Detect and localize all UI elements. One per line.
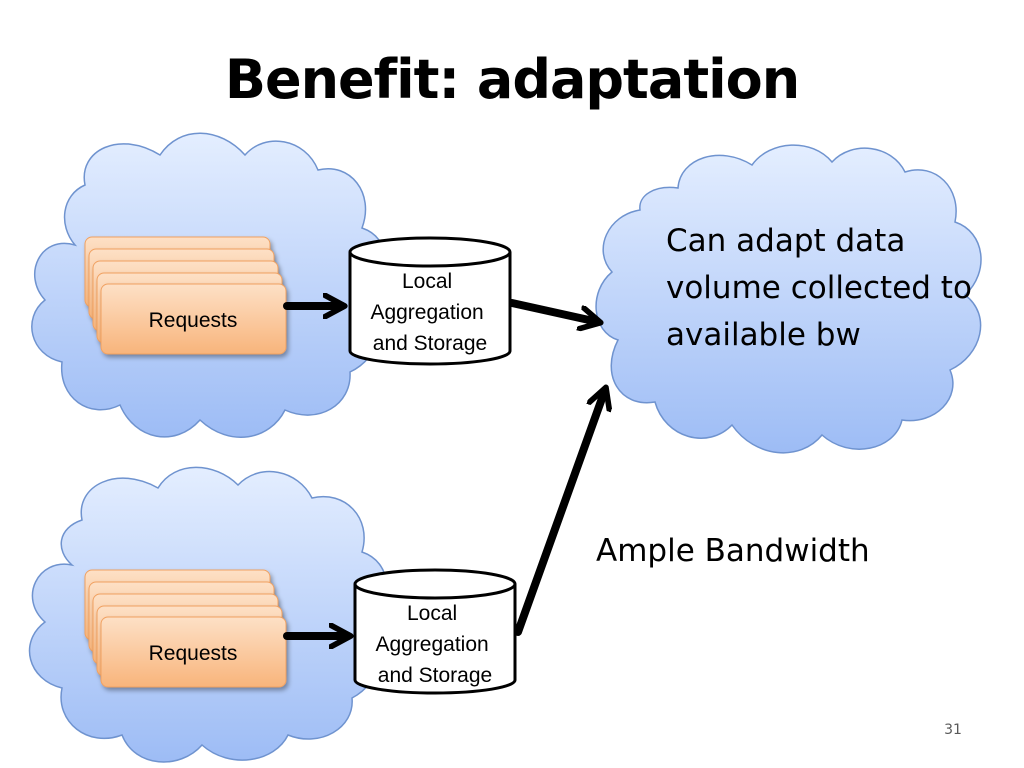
- destination-cloud-text: Can adapt data volume collected to avail…: [666, 218, 1006, 359]
- requests-label-2: Requests: [149, 642, 238, 665]
- request-card: [100, 283, 287, 355]
- destination-cloud-line-2: volume collected to: [666, 270, 972, 306]
- arrow-storage-1-to-destination: [508, 299, 598, 322]
- storage-cylinder-1: Local Aggregation and Storage: [348, 236, 512, 366]
- destination-cloud-line-3: available bw: [666, 317, 861, 353]
- slide-title: Benefit: adaptation: [224, 48, 800, 111]
- storage-cylinder-2: Local Aggregation and Storage: [353, 568, 517, 695]
- bandwidth-label: Ample Bandwidth: [596, 533, 870, 569]
- storage-label-1-line-2: Aggregation: [370, 301, 483, 324]
- storage-label-2: Local Aggregation and Storage: [375, 602, 494, 687]
- storage-label-2-line-2: Aggregation: [375, 633, 488, 656]
- request-stack-1: Requests: [84, 236, 287, 355]
- request-card: [100, 616, 287, 688]
- page-number: 31: [944, 722, 962, 738]
- destination-cloud-line-1: Can adapt data: [666, 223, 906, 259]
- request-stack-2: Requests: [84, 569, 287, 688]
- storage-label-1-line-3: and Storage: [373, 332, 487, 355]
- requests-label-1: Requests: [149, 309, 238, 332]
- storage-label-1-line-1: Local: [402, 270, 452, 293]
- destination-cloud: [595, 144, 982, 454]
- storage-label-2-line-1: Local: [407, 602, 457, 625]
- arrow-storage-2-to-destination: [514, 390, 605, 636]
- storage-label-2-line-3: and Storage: [378, 664, 492, 687]
- storage-label-1: Local Aggregation and Storage: [370, 270, 489, 355]
